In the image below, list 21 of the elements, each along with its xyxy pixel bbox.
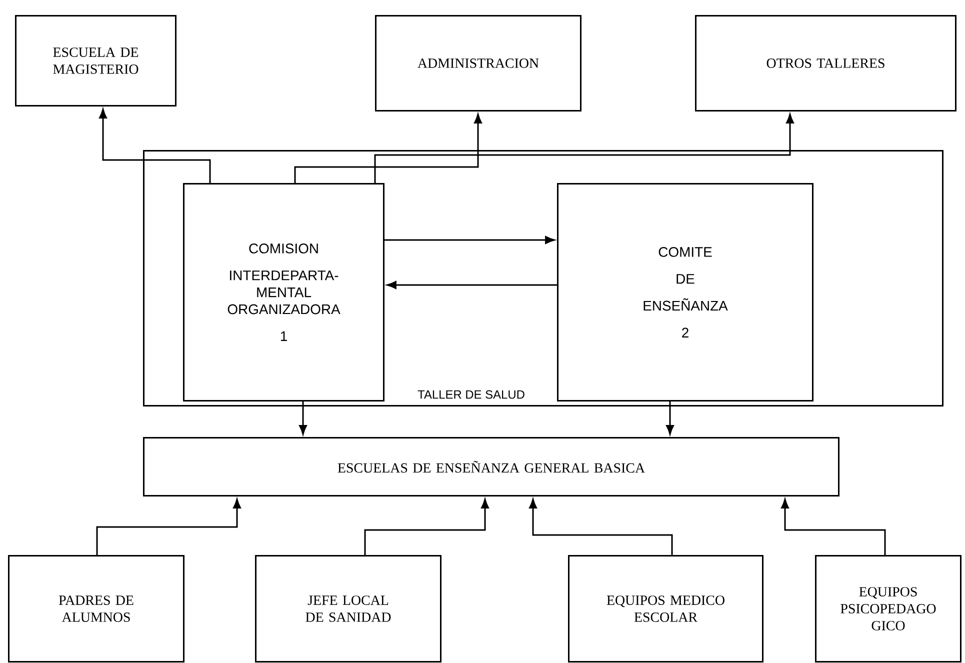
box: COMITE DE ENSEÑANZA 2 [557,183,814,402]
box: JEFE LOCAL DE SANIDAD [255,555,442,662]
arrow [99,108,211,183]
box: PADRES DE ALUMNOS [8,555,184,662]
box: COMISION INTERDEPARTA- MENTAL ORGANIZADORA 1 [183,183,384,402]
wide-box: ESCUELAS DE ENSEÑANZA GENERAL BASICA [143,437,840,496]
box: EQUIPOS MEDICO ESCOLAR [568,555,764,662]
arrow [529,498,673,555]
arrow [666,402,674,435]
arrow [374,114,794,183]
box: EQUIPOS PSICOPEDAGO GICO [815,555,962,662]
arrow [386,281,557,289]
arrow [299,402,307,435]
box: ADMINISTRACION [375,15,582,112]
arrow [384,236,555,244]
arrow [96,498,241,555]
box: OTROS TALLERES [695,15,956,112]
arrow [294,114,482,183]
box: ESCUELA DE MAGISTERIO [15,15,176,106]
arrow [781,498,886,555]
arrow [364,498,489,555]
